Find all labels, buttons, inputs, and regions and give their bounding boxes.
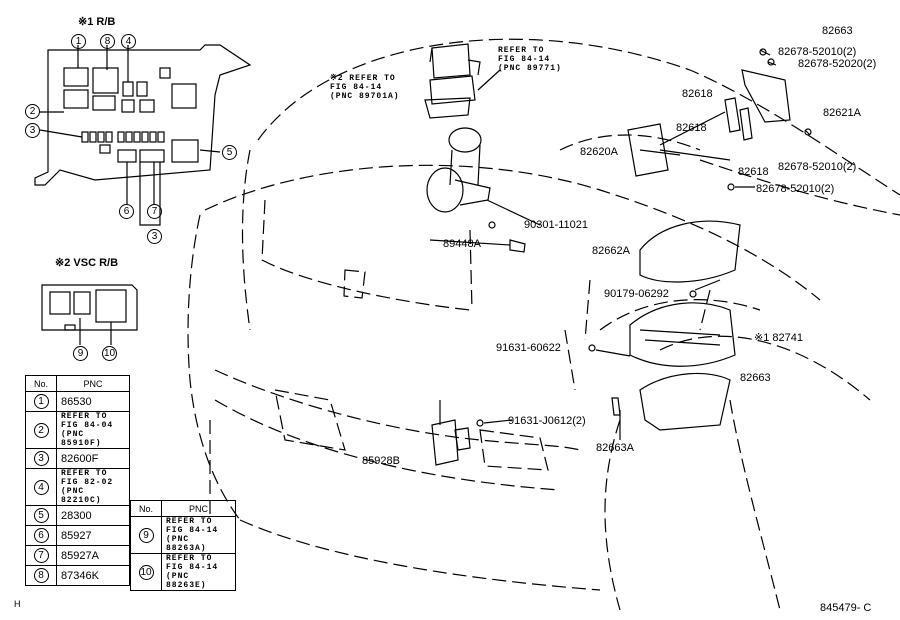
part-82618-a: 82618 [682, 88, 713, 100]
table1-header-no: No. [25, 375, 57, 392]
table2-header-pnc: PNC [161, 500, 236, 517]
callout-8: 8 [100, 34, 115, 49]
part-82678-52010-c: 82678-52010(2) [756, 183, 835, 195]
part-91631-60622: 91631-60622 [496, 342, 561, 354]
part-82618-b: 82618 [676, 122, 707, 134]
callout-4: 4 [121, 34, 136, 49]
callout-5: 5 [222, 145, 237, 160]
part-82662A: 82662A [592, 245, 630, 257]
part-82618-c: 82618 [738, 166, 769, 178]
rb-inset-title: ※1 R/B [78, 16, 116, 28]
table1-header-pnc: PNC [56, 375, 130, 392]
part-82678-52010-a: 82678-52010(2) [778, 46, 857, 58]
vehicle-body-outline [187, 38, 900, 611]
part-85928B: 85928B [362, 455, 400, 467]
vsc-relay-block-inset [41, 284, 138, 345]
part-90179-06292: 90179-06292 [604, 288, 669, 300]
part-82663-bottom: 82663 [740, 372, 771, 384]
callout-3b: 3 [147, 229, 162, 244]
callout-7: 7 [147, 204, 162, 219]
sensor-85928B [431, 400, 471, 466]
part-89448A: 89448A [443, 238, 481, 250]
part-91631-J0612: 91631-J0612(2) [508, 415, 586, 427]
callout-6: 6 [119, 204, 134, 219]
table2-header-no: No. [130, 500, 162, 517]
part-82621A: 82621A [823, 107, 861, 119]
callout-2: 2 [25, 104, 40, 119]
part-82678-52010-b: 82678-52010(2) [778, 161, 857, 173]
part-82741: ※1 82741 [754, 332, 803, 344]
part-82663A: 82663A [596, 442, 634, 454]
relay-block-inset [34, 44, 252, 226]
figure-code: 845479- C [820, 602, 872, 614]
vsc-inset-title: ※2 VSC R/B [55, 257, 119, 269]
callout-10: 10 [102, 346, 117, 361]
callout-1: 1 [71, 34, 86, 49]
part-90301-11021: 90301-11021 [524, 219, 589, 231]
connector-parts-top [424, 43, 541, 253]
callout-9: 9 [73, 346, 88, 361]
fuse-row [81, 131, 165, 143]
footer-mark: H [14, 599, 21, 609]
ecu-parts [476, 48, 812, 440]
callout-3a: 3 [25, 123, 40, 138]
part-82678-52020: 82678-52020(2) [798, 58, 877, 70]
part-82620A: 82620A [580, 146, 618, 158]
part-82663-top: 82663 [822, 25, 853, 37]
